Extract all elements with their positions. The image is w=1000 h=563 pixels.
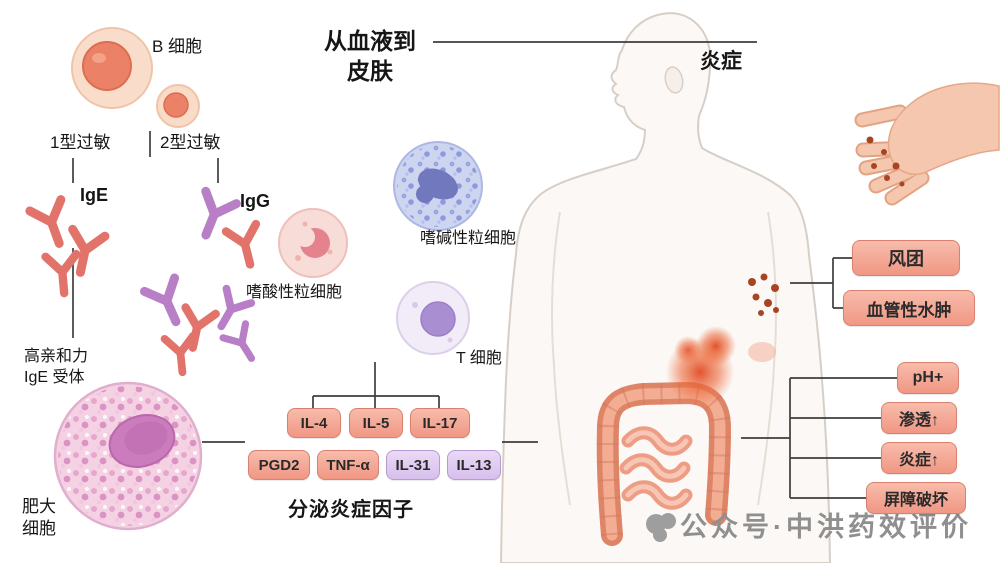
cytokine-box-il17: IL-17 xyxy=(410,408,470,438)
cytokine-box-pgd2: PGD2 xyxy=(248,450,310,480)
inflammation-spot xyxy=(666,326,776,406)
ige-label: IgE xyxy=(80,185,109,205)
connector-lines xyxy=(72,41,897,499)
mast-cell-label: 肥大 细胞 xyxy=(22,497,56,539)
hand-illustration xyxy=(854,82,1000,206)
skin-effect-box-wheal: 风团 xyxy=(852,240,960,276)
gut-effect-box-inflammation: 炎症↑ xyxy=(881,442,957,474)
secretion-label: 分泌炎症因子 xyxy=(288,499,414,521)
igg-label: IgG xyxy=(240,191,270,211)
watermark-text: 公众号·中洪药效评价 xyxy=(680,512,972,542)
b-cell-illustration xyxy=(71,27,200,128)
allergy-type1-label: 1型过敏 xyxy=(50,133,111,152)
ige-receptor-label: 高亲和力 IgE 受体 xyxy=(24,348,89,387)
intestines-illustration xyxy=(596,381,732,546)
allergy-type2-label: 2型过敏 xyxy=(160,133,221,152)
b-cell-label: B 细胞 xyxy=(152,37,203,56)
body-silhouette xyxy=(499,12,832,563)
gut-effect-box-permeability: 渗透↑ xyxy=(881,402,957,434)
page-title: 从血液到 皮肤 xyxy=(324,28,416,85)
cytokine-box-il13: IL-13 xyxy=(447,450,501,480)
basophil-label: 嗜碱性粒细胞 xyxy=(420,230,517,247)
cytokine-box-il31: IL-31 xyxy=(386,450,440,480)
t-cell-label: T 细胞 xyxy=(456,350,502,367)
cytokine-box-il4: IL-4 xyxy=(287,408,341,438)
ear-icon xyxy=(664,66,684,94)
inflammation-label: 炎症 xyxy=(700,50,742,73)
shoulder-rash-dots xyxy=(748,273,779,316)
gut-effect-box-barrier: 屏障破坏 xyxy=(866,482,966,514)
eosinophil-illustration xyxy=(278,208,348,278)
t-cell-illustration xyxy=(396,281,470,355)
cytokine-box-il5: IL-5 xyxy=(349,408,403,438)
cytokine-box-tnfa: TNF-α xyxy=(317,450,379,480)
gut-effect-box-ph: pH+ xyxy=(897,362,959,394)
skin-effect-box-angioedema: 血管性水肿 xyxy=(843,290,975,326)
eosinophil-label: 嗜酸性粒细胞 xyxy=(246,284,343,301)
mast-cell-illustration xyxy=(53,381,203,531)
watermark-logo xyxy=(646,513,676,542)
hand-rash-dots xyxy=(866,136,905,187)
basophil-illustration xyxy=(393,141,483,231)
